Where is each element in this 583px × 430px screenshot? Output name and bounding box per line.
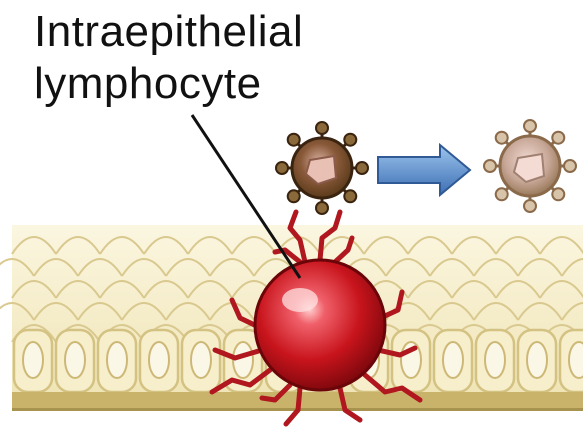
cell-nucleus (527, 342, 547, 378)
virus-spike-knob (552, 132, 564, 144)
virus-icon (276, 122, 368, 214)
cell-nucleus (149, 342, 169, 378)
damaged-virus-icon (484, 120, 576, 212)
virus-spike-knob (524, 120, 536, 132)
virus-spike-knob (316, 122, 328, 134)
virus-spike-knob (552, 188, 564, 200)
virus-spike-knob (288, 190, 300, 202)
cell-nucleus (569, 342, 583, 378)
cell-nucleus (485, 342, 505, 378)
virus-spike-knob (496, 132, 508, 144)
cell-nucleus (65, 342, 85, 378)
virus-spike-knob (496, 188, 508, 200)
virus-spike-knob (344, 134, 356, 146)
cell-nucleus (191, 342, 211, 378)
lymphocyte-highlight (282, 288, 318, 312)
virus-spike-knob (524, 200, 536, 212)
virus-spike-knob (344, 190, 356, 202)
virus-spike-knob (276, 162, 288, 174)
virus-spike-knob (316, 202, 328, 214)
virus-spike-knob (356, 162, 368, 174)
cell-nucleus (443, 342, 463, 378)
virus-spike-knob (564, 160, 576, 172)
right-arrow-icon (378, 145, 470, 195)
virus-spike-knob (288, 134, 300, 146)
cell-nucleus (107, 342, 127, 378)
lymphocyte-cell (255, 260, 385, 390)
cell-nucleus (23, 342, 43, 378)
virus-spike-knob (484, 160, 496, 172)
